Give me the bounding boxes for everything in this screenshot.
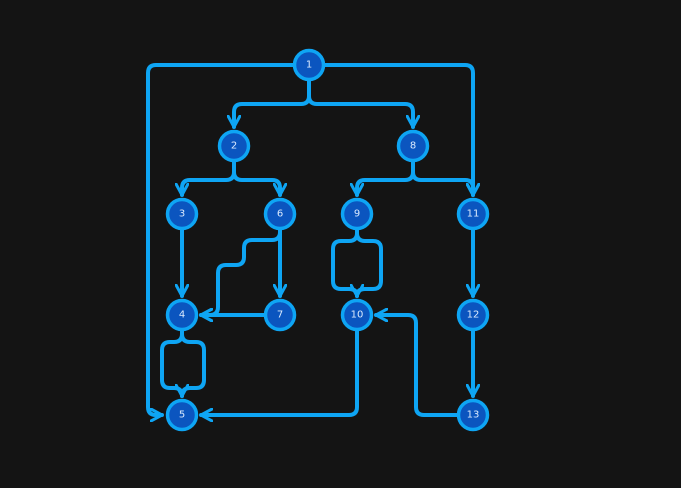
node-circle bbox=[165, 197, 199, 231]
node-label: 11 bbox=[467, 209, 480, 220]
node-label: 7 bbox=[277, 310, 283, 321]
node-circle bbox=[165, 298, 199, 332]
node-circle bbox=[217, 129, 251, 163]
edge-9-10-loop bbox=[355, 227, 383, 298]
edge-1-5 bbox=[146, 63, 296, 415]
node-circle bbox=[456, 197, 490, 231]
graph-node[interactable]: 12 bbox=[456, 298, 490, 332]
node-circle bbox=[340, 298, 374, 332]
graph-node[interactable]: 4 bbox=[165, 298, 199, 332]
edge-4-5 bbox=[160, 328, 182, 398]
edge-4-5-loop bbox=[180, 328, 206, 398]
graph-node[interactable]: 7 bbox=[263, 298, 297, 332]
edge-10-5 bbox=[199, 328, 359, 415]
edge-2-3 bbox=[182, 159, 236, 197]
node-label: 3 bbox=[179, 209, 185, 220]
graph-node[interactable]: 2 bbox=[217, 129, 251, 163]
edge-8-9 bbox=[357, 159, 415, 197]
edge-8-11 bbox=[411, 159, 473, 197]
graph-node[interactable]: 5 bbox=[165, 398, 199, 432]
edge-1-2 bbox=[234, 78, 311, 129]
graph-node[interactable]: 8 bbox=[396, 129, 430, 163]
graph-node[interactable]: 6 bbox=[263, 197, 297, 231]
node-label: 1 bbox=[306, 60, 312, 71]
edge-13-10 bbox=[374, 315, 460, 417]
node-circle bbox=[340, 197, 374, 231]
node-circle bbox=[263, 197, 297, 231]
node-label: 5 bbox=[179, 410, 185, 421]
node-circle bbox=[292, 48, 326, 82]
edge-6-4 bbox=[199, 227, 282, 315]
node-label: 4 bbox=[179, 310, 185, 321]
edge-2-6 bbox=[232, 159, 280, 197]
graph-node[interactable]: 11 bbox=[456, 197, 490, 231]
node-circle bbox=[396, 129, 430, 163]
node-label: 8 bbox=[410, 141, 416, 152]
nodes-layer: 1 2 3 4 5 6 7 8 bbox=[165, 48, 490, 432]
edge-1-11 bbox=[322, 63, 473, 197]
edge-1-8 bbox=[307, 78, 413, 129]
node-label: 6 bbox=[277, 209, 283, 220]
node-label: 13 bbox=[467, 410, 480, 421]
graph-node[interactable]: 10 bbox=[340, 298, 374, 332]
graph-node[interactable]: 13 bbox=[456, 398, 490, 432]
graph-node[interactable]: 3 bbox=[165, 197, 199, 231]
node-label: 10 bbox=[351, 310, 364, 321]
node-label: 2 bbox=[231, 141, 237, 152]
edge-9-10 bbox=[331, 227, 357, 298]
edges-layer bbox=[146, 63, 473, 417]
graph-node[interactable]: 1 bbox=[292, 48, 326, 82]
node-circle bbox=[263, 298, 297, 332]
node-circle bbox=[456, 398, 490, 432]
node-circle bbox=[165, 398, 199, 432]
node-label: 9 bbox=[354, 209, 360, 220]
graph-node[interactable]: 9 bbox=[340, 197, 374, 231]
node-circle bbox=[456, 298, 490, 332]
node-label: 12 bbox=[467, 310, 480, 321]
